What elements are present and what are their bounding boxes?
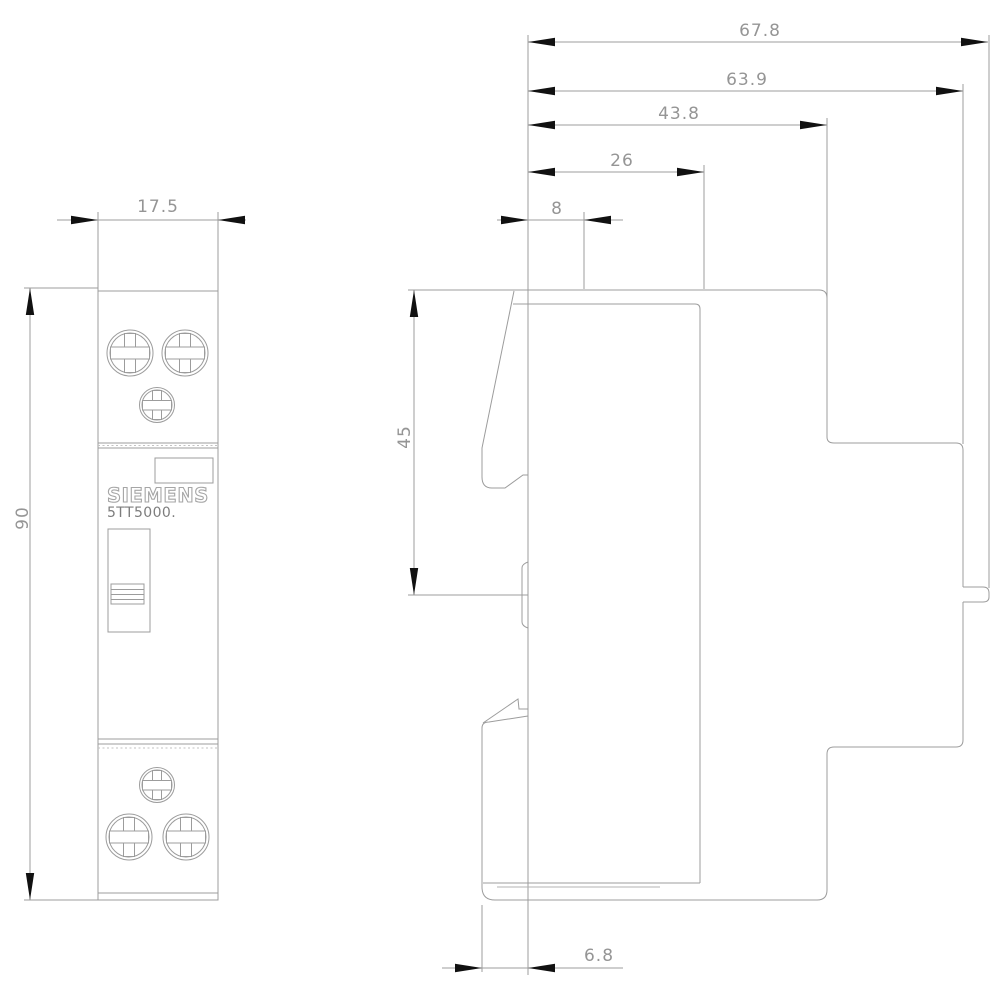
- dim-front-width: 17.5: [137, 197, 179, 217]
- dim-bottom-notch: 6.8: [584, 946, 614, 966]
- side-view: [481, 35, 990, 975]
- din-rail-pin: [963, 586, 990, 603]
- brand-logo-text: SIEMENS: [107, 484, 209, 507]
- dim-rear-depth: 63.9: [726, 70, 768, 90]
- dim-front-depth: 26: [610, 151, 634, 171]
- dim-rail-height: 45: [395, 425, 415, 449]
- dim-body-depth: 43.8: [658, 104, 700, 124]
- front-view: SIEMENS 5TT5000.: [97, 290, 219, 901]
- switch-lever: [107, 528, 151, 633]
- dim-overall-depth: 67.8: [739, 21, 781, 41]
- front-block-edge: [513, 303, 701, 883]
- dim-top-notch: 8: [551, 199, 563, 219]
- model-number-text: 5TT5000.: [107, 505, 176, 521]
- side-lower-outline: [481, 602, 964, 901]
- flap-barb: [482, 698, 528, 724]
- terminal-screw-top-center: [139, 387, 175, 423]
- dim-front-height: 90: [13, 506, 33, 530]
- dimension-arrowheads: [25, 37, 988, 973]
- terminal-screw-bottom-center: [139, 767, 175, 803]
- side-upper-outline: [514, 289, 964, 587]
- terminal-screw-bottom-left: [105, 813, 153, 861]
- side-top-bezel-outline: [481, 290, 528, 489]
- terminal-screw-top-right: [161, 329, 209, 377]
- dimensions: 17.5 90 67.8 63.9 43.8 26 8 45 6.8: [13, 21, 990, 973]
- indicator-window: [154, 457, 214, 484]
- terminal-screw-bottom-right: [162, 813, 210, 861]
- terminal-screw-top-left: [106, 329, 154, 377]
- front-body-outline: [97, 290, 219, 901]
- extension-lines: [24, 35, 990, 972]
